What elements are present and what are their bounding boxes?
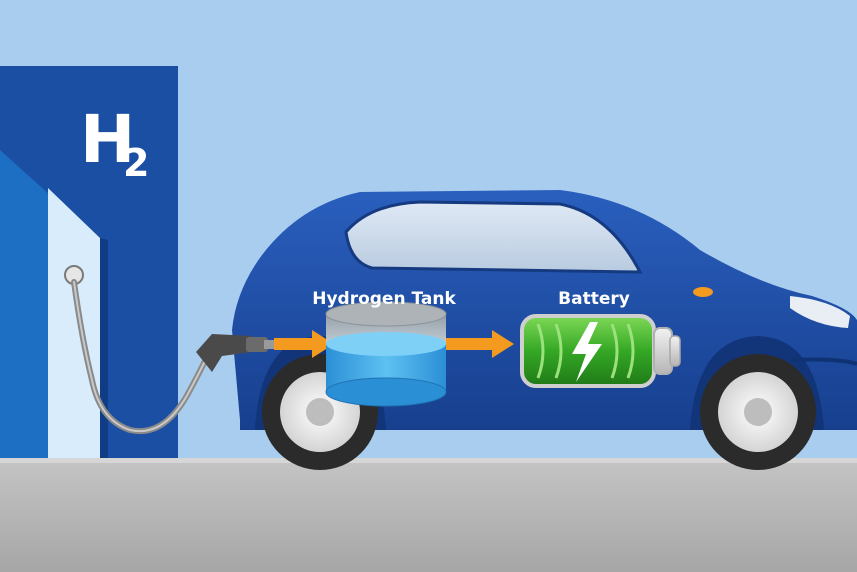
battery-label: Battery (558, 289, 630, 309)
hydrogen-station: H 2 (0, 66, 178, 462)
tank-label: Hydrogen Tank (312, 289, 456, 309)
side-indicator (693, 287, 713, 297)
flow-arrow (446, 330, 514, 358)
ground (0, 460, 857, 572)
station-formula: H (80, 101, 135, 178)
flow-arrow (274, 330, 334, 358)
fuel-nozzle (196, 334, 274, 372)
front-wheel (700, 354, 816, 470)
headlight (790, 296, 850, 328)
battery (520, 314, 681, 388)
hydrogen-tank (325, 301, 447, 407)
car-window (344, 200, 643, 274)
station-formula-subscript: 2 (123, 141, 149, 185)
battery-bolt-icon (572, 322, 602, 382)
